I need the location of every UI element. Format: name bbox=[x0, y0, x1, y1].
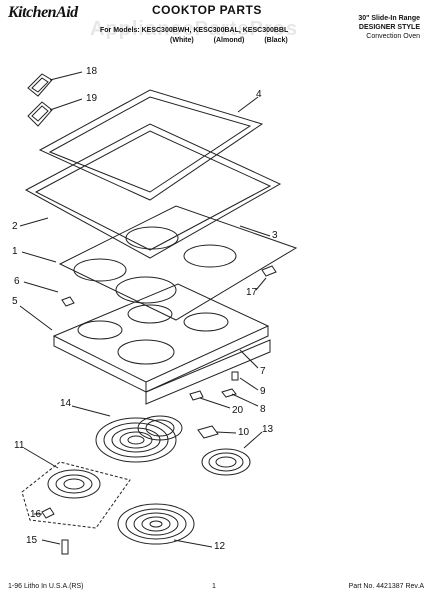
callout-2: 2 bbox=[12, 221, 18, 232]
page-title: COOKTOP PARTS bbox=[152, 3, 262, 17]
clip-part-19 bbox=[27, 101, 53, 127]
callout-9: 9 bbox=[260, 386, 266, 397]
part-15 bbox=[61, 539, 69, 555]
brand-logo: KitchenAid bbox=[8, 4, 78, 21]
part-8 bbox=[221, 388, 237, 398]
variant-almond: (Almond) bbox=[213, 37, 245, 44]
part-20 bbox=[189, 390, 204, 401]
clip-part-17 bbox=[261, 265, 277, 277]
range-info: 30" Slide-In Range DESIGNER STYLE Convec… bbox=[358, 14, 420, 41]
watermark: AppliancePartsPros bbox=[90, 18, 299, 40]
burner-box-part-5 bbox=[52, 283, 271, 405]
callout-16: 16 bbox=[30, 509, 42, 520]
heating-element-part-14 bbox=[95, 415, 183, 463]
trim-frame-part-4 bbox=[38, 89, 264, 201]
part-9 bbox=[231, 371, 239, 381]
variants-line: (White) (Almond) (Black) bbox=[170, 37, 288, 44]
callout-7: 7 bbox=[260, 366, 266, 377]
footer-part-number: Part No. 4421387 Rev.A bbox=[348, 583, 424, 590]
callout-1: 1 bbox=[12, 246, 18, 257]
clip-part-6 bbox=[61, 296, 75, 307]
callout-20: 20 bbox=[232, 405, 244, 416]
callout-4: 4 bbox=[256, 89, 262, 100]
callout-14: 14 bbox=[60, 398, 72, 409]
callout-3: 3 bbox=[272, 230, 278, 241]
callout-8: 8 bbox=[260, 404, 266, 415]
callout-11: 11 bbox=[14, 440, 25, 451]
heating-element-part-12 bbox=[117, 503, 195, 545]
callout-5: 5 bbox=[12, 296, 18, 307]
variant-black: (Black) bbox=[264, 37, 288, 44]
trim-frame-part-2 bbox=[24, 123, 282, 259]
heating-element-part-13 bbox=[201, 448, 251, 476]
range-type: 30" Slide-In Range bbox=[358, 15, 420, 22]
heating-element-part-11 bbox=[21, 461, 131, 529]
range-oven: Convection Oven bbox=[366, 33, 420, 40]
connector-part-10 bbox=[197, 425, 219, 439]
glass-cooktop-part-1 bbox=[58, 205, 298, 321]
models-line: For Models: KESC300BWH, KESC300BAL, KESC… bbox=[100, 27, 289, 34]
footer-page-number: 1 bbox=[212, 583, 216, 590]
footer-litho: 1-96 Litho In U.S.A.(RS) bbox=[8, 583, 84, 590]
callout-19: 19 bbox=[86, 93, 98, 104]
callout-18: 18 bbox=[86, 66, 98, 77]
range-style: DESIGNER STYLE bbox=[358, 24, 420, 31]
callout-17: 17 bbox=[246, 287, 258, 298]
callout-15: 15 bbox=[26, 535, 38, 546]
callout-6: 6 bbox=[14, 276, 20, 287]
receptacle-part-16 bbox=[41, 507, 55, 519]
callout-13: 13 bbox=[262, 424, 274, 435]
callout-10: 10 bbox=[238, 427, 250, 438]
variant-white: (White) bbox=[170, 37, 194, 44]
callout-12: 12 bbox=[214, 541, 226, 552]
clip-part-18 bbox=[27, 73, 53, 97]
